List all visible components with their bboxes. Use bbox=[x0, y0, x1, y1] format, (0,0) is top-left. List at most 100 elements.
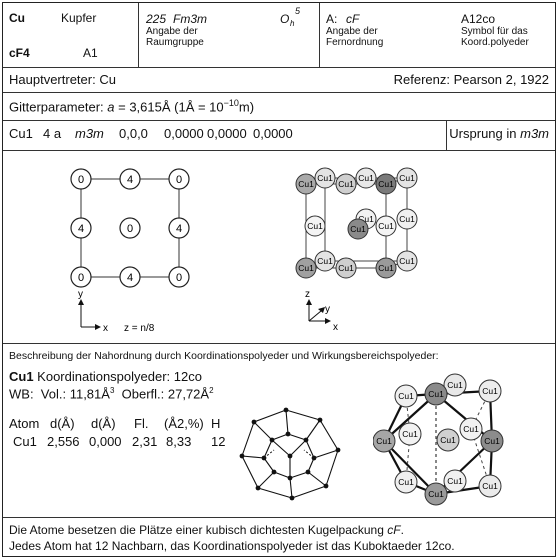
strukturbericht: A1 bbox=[83, 46, 98, 60]
divider bbox=[3, 92, 555, 93]
cluster-atom-label: Cu1 bbox=[440, 435, 456, 445]
fernordnung-desc-2: Fernordnung bbox=[326, 37, 384, 48]
cell-atom: Cu1 bbox=[335, 257, 357, 279]
projection-atom: 0 bbox=[168, 168, 190, 190]
cluster-atom: Cu1 bbox=[478, 474, 502, 498]
cluster-atom-label: Cu1 bbox=[447, 380, 463, 390]
projection-atom: 0 bbox=[119, 217, 141, 239]
coordination-heading: Beschreibung der Nahordnung durch Koordi… bbox=[9, 350, 439, 362]
cell-atom: Cu1 bbox=[396, 250, 418, 272]
position-site: m3m bbox=[75, 126, 104, 141]
cluster-atom-label: Cu1 bbox=[376, 436, 392, 446]
projection-atom-height: 4 bbox=[127, 272, 133, 284]
wb-oberflaeche-exp: 2 bbox=[209, 386, 214, 395]
cell-atom: Cu1 bbox=[375, 215, 397, 237]
table-header-h: H bbox=[211, 416, 221, 431]
cluster-atom: Cu1 bbox=[398, 422, 422, 446]
cluster-atom-label: Cu1 bbox=[463, 424, 479, 434]
cluster-atom: Cu1 bbox=[394, 470, 418, 494]
projection-atom-height: 0 bbox=[78, 174, 84, 186]
gitter-value: = 3,615Å (1Å = 10 bbox=[114, 99, 224, 115]
cell-atom-label: Cu1 bbox=[358, 214, 374, 224]
divider bbox=[3, 67, 555, 68]
cell-atom-label: Cu1 bbox=[358, 173, 374, 183]
cell-y-axis bbox=[308, 310, 322, 322]
table-header-atom: Atom bbox=[9, 416, 40, 431]
projection-atom-height: 0 bbox=[176, 272, 182, 284]
cluster-atom: Cu1 bbox=[443, 373, 467, 397]
cluster-atom: Cu1 bbox=[373, 429, 396, 453]
cluster-atom-label: Cu1 bbox=[428, 389, 444, 399]
table-header-d1: d(Å) bbox=[50, 416, 75, 431]
position-b1: 0,0000 bbox=[164, 126, 204, 141]
position-xyz: 0,0,0 bbox=[119, 126, 148, 141]
gitter-prefix: Gitterparameter: bbox=[9, 99, 108, 115]
spacegroup-desc-1: Angabe der bbox=[146, 26, 198, 37]
fernordnung-desc-1: Angabe der bbox=[326, 26, 378, 37]
cell-atom: Cu1 bbox=[304, 215, 326, 237]
gitterparameter: Gitterparameter: a = 3,615Å (1Å = 10−10m… bbox=[9, 99, 254, 115]
wb-volume: Vol.: 11,81Å bbox=[40, 386, 110, 402]
koord-desc-2: Koord.polyeder bbox=[461, 37, 529, 48]
cluster-atom: Cu1 bbox=[478, 379, 502, 403]
cluster-atom-label: Cu1 bbox=[484, 436, 500, 446]
projection-atom: 0 bbox=[70, 168, 92, 190]
cluster-atom: Cu1 bbox=[443, 469, 467, 493]
projection-axis-x: x bbox=[103, 323, 108, 334]
projection-atom: 4 bbox=[119, 266, 141, 288]
cell-atom-label: Cu1 bbox=[298, 263, 314, 273]
table-cell-d2: 0,000 bbox=[89, 434, 122, 449]
cell-axis-y: y bbox=[325, 304, 330, 315]
cell-atom-label: Cu1 bbox=[378, 221, 394, 231]
cell-atom-label: Cu1 bbox=[338, 179, 354, 189]
cell-atom: Cu1 bbox=[335, 173, 357, 195]
divider bbox=[3, 120, 555, 121]
ursprung-prefix: Ursprung in bbox=[449, 126, 521, 141]
ursprung-value: m3m bbox=[520, 126, 549, 141]
cell-atom: Cu1 bbox=[295, 257, 317, 279]
y-arrow-icon bbox=[78, 299, 84, 305]
table-cell-h: 12 bbox=[211, 434, 226, 449]
cell-atom-label: Cu1 bbox=[317, 256, 333, 266]
position-b2: 0,0000 bbox=[207, 126, 247, 141]
pearson-symbol: cF4 bbox=[9, 46, 30, 60]
cell-atom: Cu1 bbox=[396, 167, 418, 189]
z-arrow-icon bbox=[306, 299, 312, 305]
cluster-atom-label: Cu1 bbox=[398, 391, 414, 401]
cell-atom-label: Cu1 bbox=[298, 179, 314, 189]
ursprung: Ursprung in m3m bbox=[449, 127, 549, 140]
cell-atom: Cu1 bbox=[375, 257, 397, 279]
table-cell-fl: 2,31 bbox=[132, 434, 158, 449]
projection-atom-height: 4 bbox=[176, 223, 182, 235]
cell-atom-label: Cu1 bbox=[378, 263, 394, 273]
cluster-atom: Cu1 bbox=[424, 382, 448, 406]
cell-atom: Cu1 bbox=[375, 173, 397, 195]
projection-atom-height: 0 bbox=[176, 174, 182, 186]
cell-atom-label: Cu1 bbox=[399, 173, 415, 183]
cell-atom-label: Cu1 bbox=[317, 173, 333, 183]
position-atom: Cu1 bbox=[9, 126, 33, 141]
position-wyckoff: 4 a bbox=[43, 126, 62, 141]
footer-line-1-end: . bbox=[400, 523, 404, 537]
koordination-atom: Cu1 bbox=[9, 369, 34, 384]
fernordnung-prefix: A: bbox=[326, 12, 338, 26]
hauptvertreter: Hauptvertreter: Cu bbox=[9, 72, 116, 87]
footer-line-1: Die Atome besetzen die Plätze einer kubi… bbox=[9, 524, 404, 536]
projection-atom-height: 4 bbox=[127, 174, 133, 186]
footer-line-1-symbol: cF bbox=[387, 523, 401, 537]
point-group-sub: h bbox=[290, 19, 295, 28]
cell-axis-z: z bbox=[305, 289, 310, 300]
cluster-atom: Cu1 bbox=[480, 429, 504, 453]
cell-atom-label: Cu1 bbox=[338, 263, 354, 273]
gitter-a: a bbox=[107, 99, 115, 115]
cluster-atom-label: Cu1 bbox=[482, 481, 498, 491]
cell-atom: Cu1 bbox=[295, 173, 317, 195]
projection-atom-height: 0 bbox=[78, 272, 84, 284]
koord-desc-1: Symbol für das bbox=[461, 26, 528, 37]
koordination-line: Cu1 Koordinationspolyeder: 12co bbox=[9, 370, 202, 383]
point-group: O bbox=[280, 12, 290, 26]
